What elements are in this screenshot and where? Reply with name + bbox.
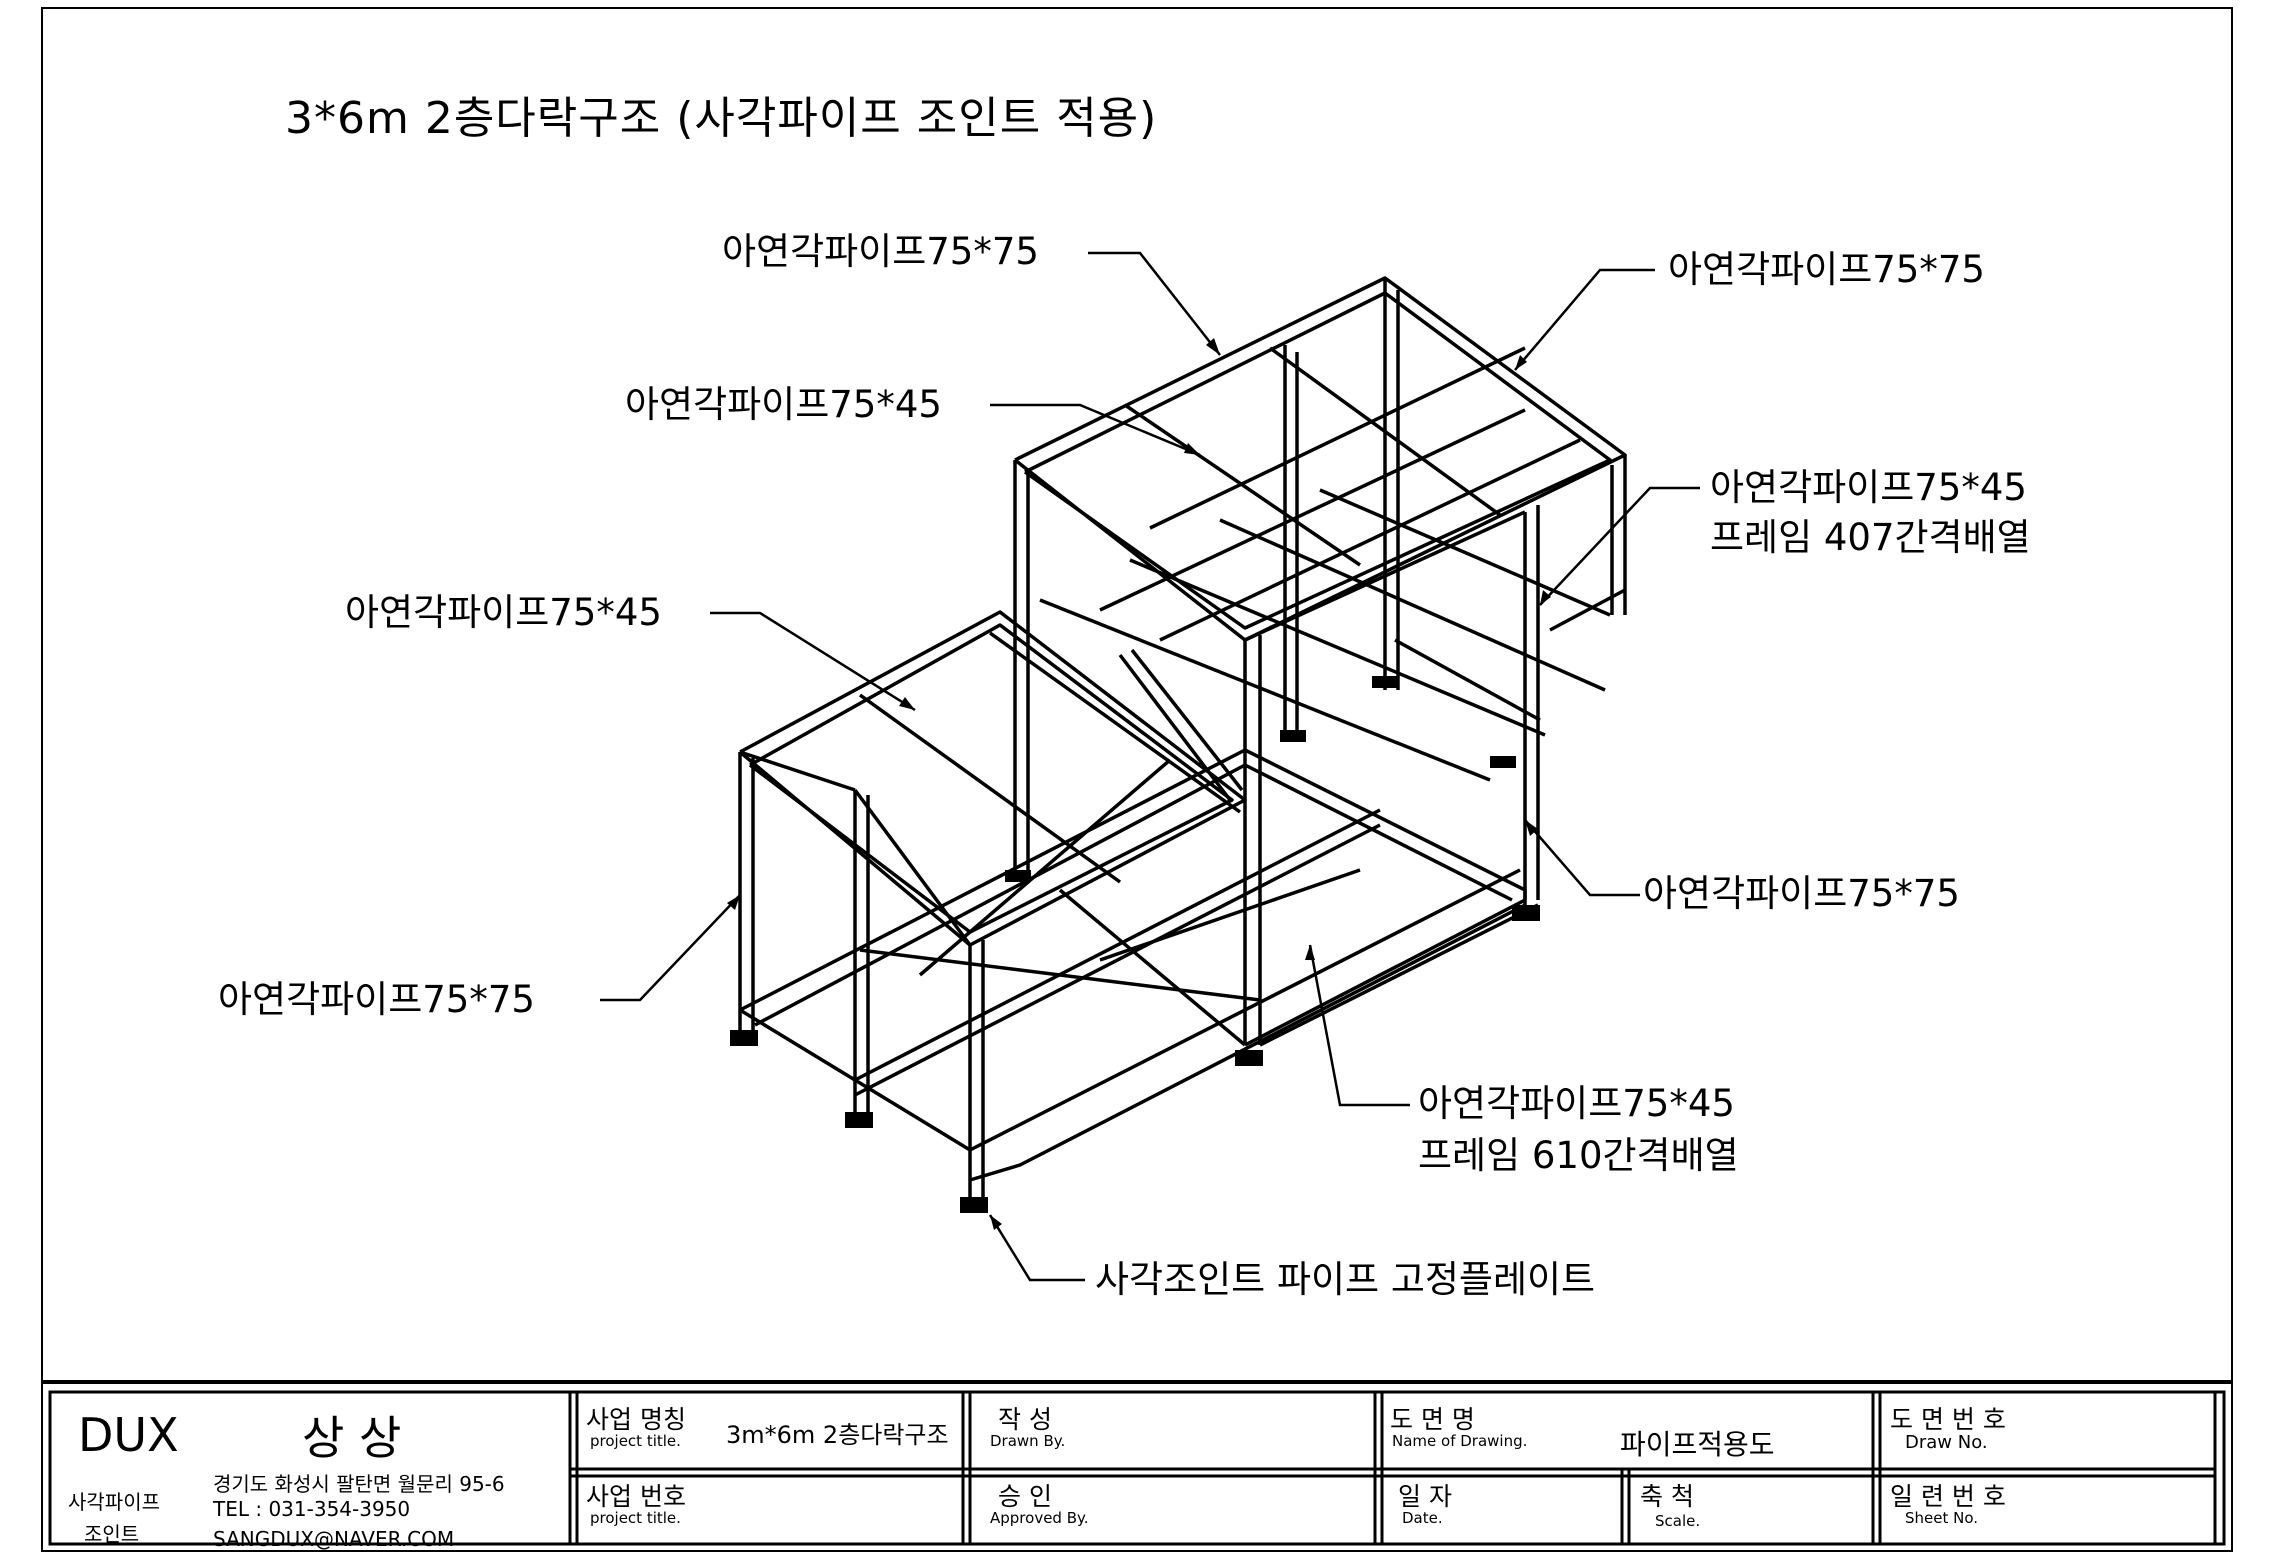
sheet-no-label: 일 련 번 호 [1890,1482,2006,1511]
drawing-title: 3*6m 2층다락구조 (사각파이프 조인트 적용) [285,93,1158,144]
project-no-label: 사업 번호 [586,1482,686,1511]
callout-base-plate: 사각조인트 파이프 고정플레이트 [1095,1258,1596,1301]
draw-no-label: 도 면 번 호 [1890,1405,2006,1434]
product-line2: 조인트 [84,1522,140,1546]
product-line1: 사각파이프 [68,1490,160,1514]
approved-by-label: 승 인 [998,1482,1052,1511]
frame-structure [738,276,1627,1205]
date-label: 일 자 [1398,1482,1452,1511]
drawing-name-value: 파이프적용도 [1620,1428,1775,1461]
sheet-no-sub: Sheet No. [1905,1509,1979,1527]
callout-top-left-7575: 아연각파이프75*75 [722,230,1039,273]
approved-by-sub: Approved By. [990,1509,1089,1527]
callout-bottom-7545-note: 프레임 610간격배열 [1418,1134,1739,1177]
company-tel: TEL : 031-354-3950 [213,1497,411,1521]
scale-sub: Scale. [1655,1512,1701,1530]
base-plates [730,676,1540,1213]
callout-top-right-7575: 아연각파이프75*75 [1668,248,1985,291]
project-title-label: 사업 명칭 [586,1405,686,1434]
drawn-by-label: 작 성 [998,1405,1052,1434]
scale-label: 축 척 [1640,1482,1694,1511]
drawing-name-label: 도 면 명 [1390,1405,1475,1434]
project-no-sub: project title. [590,1509,681,1527]
title-block-grid [568,1392,2217,1544]
company-address: 경기도 화성시 팔탄면 월문리 95-6 [213,1472,505,1496]
drawing-name-sub: Name of Drawing. [1392,1432,1528,1450]
callout-bottom-7545: 아연각파이프75*45 [1418,1082,1735,1125]
sheet-border [41,7,2233,1552]
project-title-value: 3m*6m 2층다락구조 [726,1421,949,1449]
date-sub: Date. [1402,1509,1443,1527]
project-title-sub: project title. [590,1432,681,1450]
leader-arrowheads [727,338,1551,1230]
drawn-by-sub: Drawn By. [990,1432,1066,1450]
callout-left-lower-7575: 아연각파이프75*75 [218,978,535,1021]
draw-no-sub: Draw No. [1905,1432,1988,1453]
callout-right-7545: 아연각파이프75*45 [1710,466,2027,509]
callout-left-7545: 아연각파이프75*45 [345,591,662,634]
callout-right-lower-7575: 아연각파이프75*75 [1643,872,1960,915]
company-name: 상 상 [302,1411,402,1465]
callout-upper-7545: 아연각파이프75*45 [625,383,942,426]
brand-logo: DUX [78,1408,179,1462]
company-email: SANGDUX@NAVER.COM [213,1527,455,1551]
leader-lines [600,251,1700,1282]
callout-right-7545-note: 프레임 407간격배열 [1710,516,2031,559]
